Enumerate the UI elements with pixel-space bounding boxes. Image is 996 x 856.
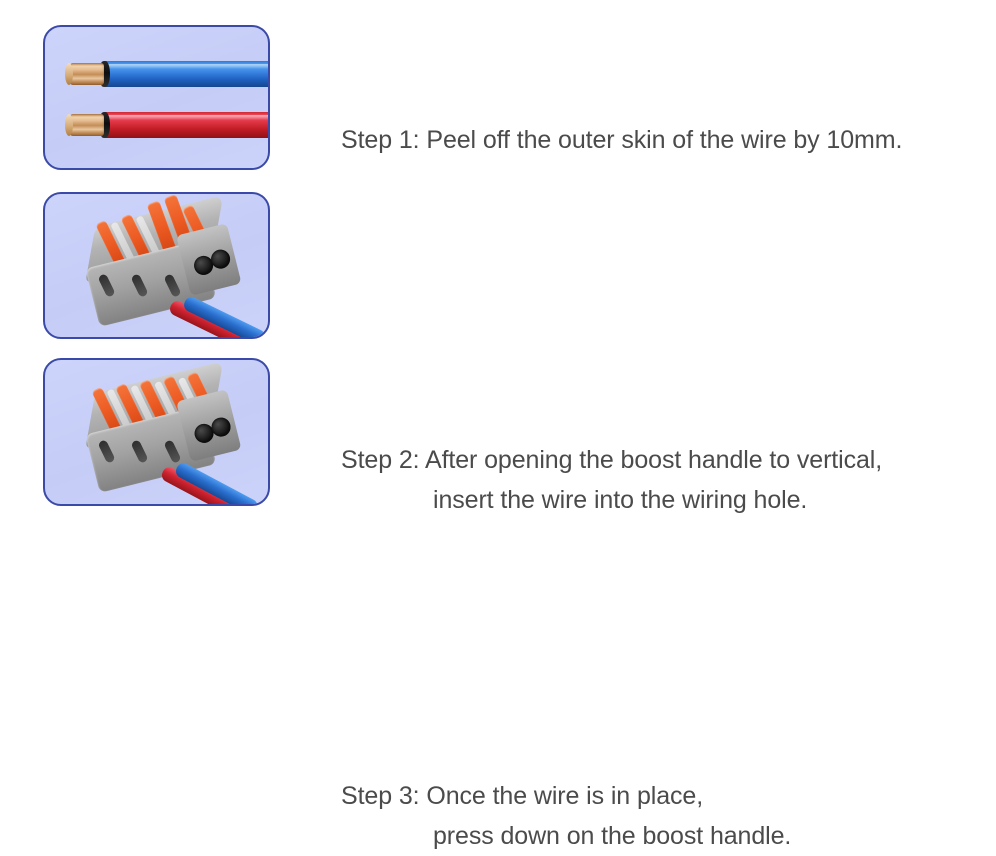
red-wire — [101, 112, 268, 138]
step-1-caption: Step 1: Peel off the outer skin of the w… — [341, 120, 976, 160]
red-wire-insulation-cut — [101, 112, 110, 138]
blue-wire-highlight — [101, 64, 268, 69]
front-slot-2 — [130, 439, 149, 464]
step-3-caption: Step 3: Once the wire is in place, press… — [341, 776, 976, 856]
blue-wire-insulation-cut — [101, 61, 110, 87]
step-row-3: Step 3: Once the wire is in place, press… — [0, 358, 996, 850]
instruction-sheet: Step 1: Peel off the outer skin of the w… — [0, 25, 996, 850]
step-3-line-2: press down on the boost handle. — [433, 822, 792, 850]
front-slot-1 — [97, 273, 116, 298]
red-wire-highlight — [101, 115, 268, 120]
step-row-2: Step 2: After opening the boost handle t… — [0, 192, 996, 514]
connector-levers-closed-illustration — [45, 360, 268, 504]
step-1-line-1: Step 1: Peel off the outer skin of the w… — [341, 126, 903, 154]
red-wire-copper-tip — [65, 114, 104, 136]
front-slot-1 — [97, 439, 116, 464]
step-row-1: Step 1: Peel off the outer skin of the w… — [0, 25, 996, 170]
front-slot-3 — [163, 439, 182, 464]
stripped-wires-illustration — [45, 27, 268, 168]
front-slot-3 — [163, 273, 182, 298]
illustration-panel-step-2 — [43, 192, 270, 339]
step-2-line-1: Step 2: After opening the boost handle t… — [341, 446, 883, 474]
step-2-line-2: insert the wire into the wiring hole. — [433, 486, 808, 514]
front-slot-2 — [130, 273, 149, 298]
illustration-panel-step-1 — [43, 25, 270, 170]
step-2-caption: Step 2: After opening the boost handle t… — [341, 440, 976, 520]
blue-wire — [101, 61, 268, 87]
blue-wire-copper-tip — [65, 63, 104, 85]
illustration-panel-step-3 — [43, 358, 270, 506]
step-3-line-1: Step 3: Once the wire is in place, — [341, 782, 704, 810]
connector-levers-open-illustration — [45, 194, 268, 337]
